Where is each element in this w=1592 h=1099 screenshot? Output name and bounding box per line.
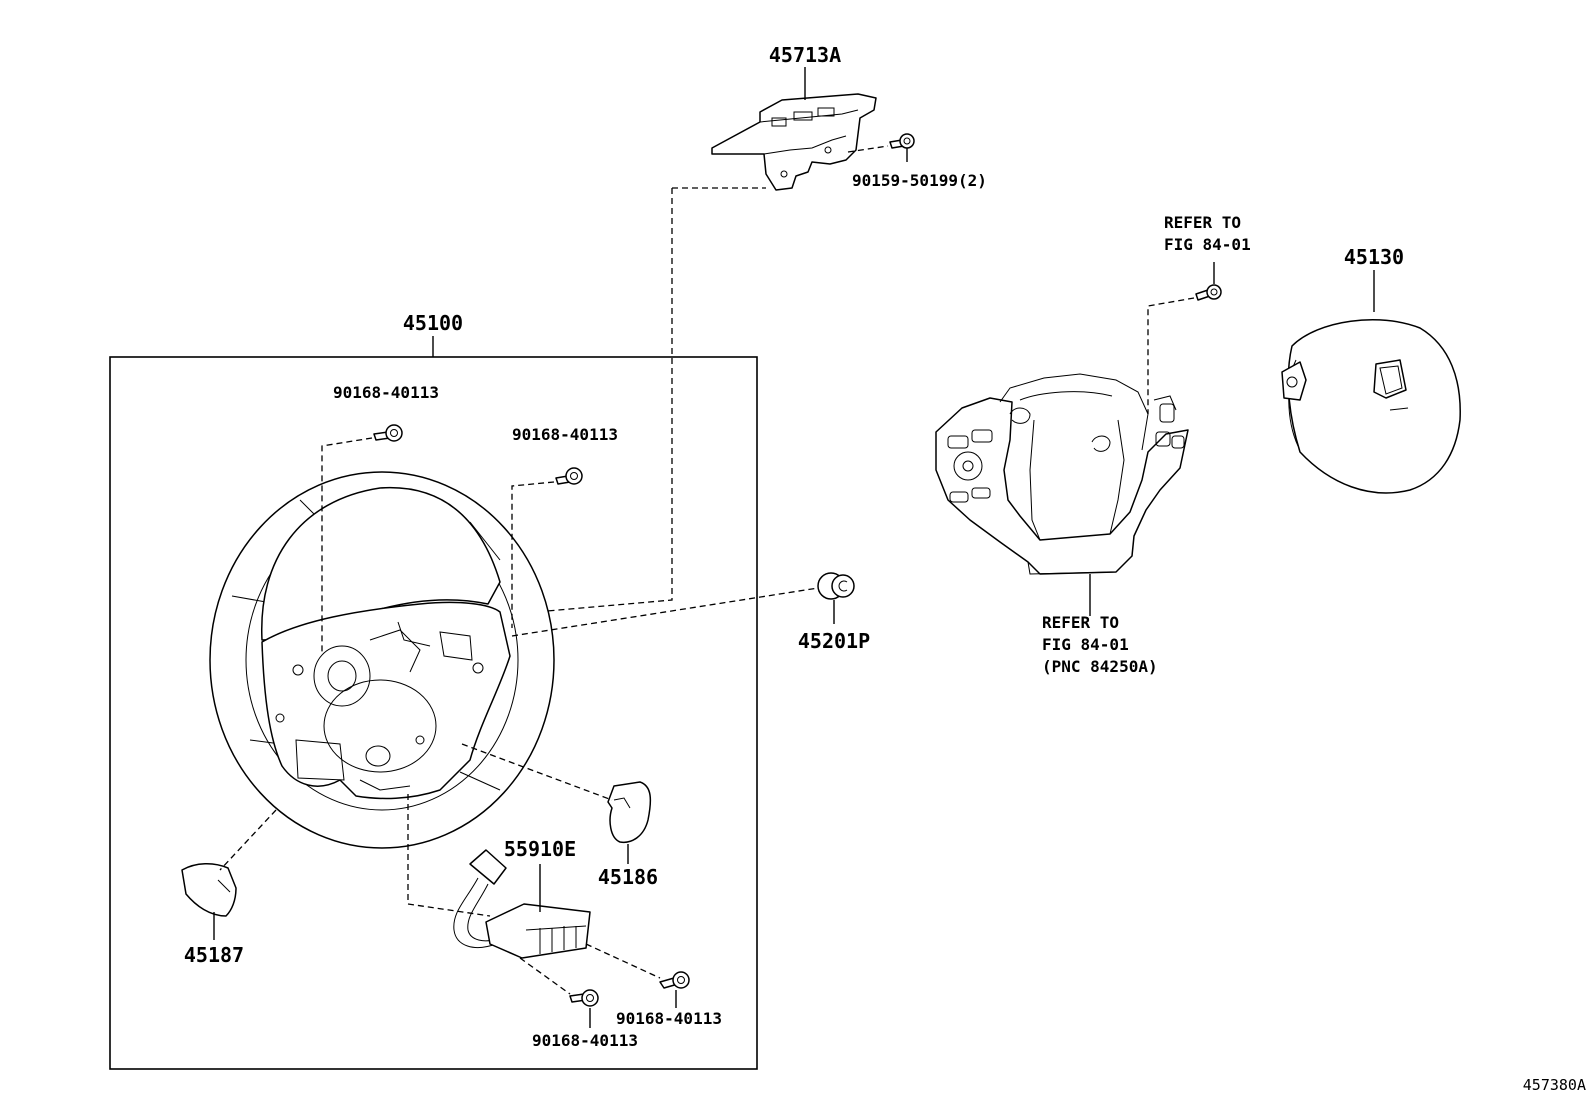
airbag-module-45130 — [1281, 319, 1461, 494]
cover-45186 — [607, 781, 652, 844]
cap-45201P-icon — [817, 572, 855, 600]
bolt-90159-icon — [889, 133, 915, 149]
refer-top-line2: FIG 84-01 — [1164, 235, 1251, 254]
label-90168-upper-right: 90168-40113 — [512, 425, 618, 444]
label-55910E: 55910E — [504, 837, 576, 861]
wire-harness-55910E — [453, 849, 591, 959]
refer-top-line1: REFER TO — [1164, 213, 1241, 232]
bolt-switch-icon — [1195, 284, 1222, 301]
label-90168-lower-left: 90168-40113 — [532, 1031, 638, 1050]
label-45187: 45187 — [184, 943, 244, 967]
label-45713A: 45713A — [769, 43, 841, 67]
refer-bottom-line3: (PNC 84250A) — [1042, 657, 1158, 676]
cover-45187 — [181, 863, 237, 917]
label-90159-50199: 90159-50199(2) — [852, 171, 987, 190]
figure-id: 457380A — [1523, 1076, 1586, 1094]
refer-bottom-line2: FIG 84-01 — [1042, 635, 1129, 654]
label-90168-upper-left: 90168-40113 — [333, 383, 439, 402]
label-45100: 45100 — [403, 311, 463, 335]
bolt-90168-upper-right-icon — [555, 467, 583, 485]
label-90168-lower-right: 90168-40113 — [616, 1009, 722, 1028]
bolt-90168-lower-right-icon — [659, 971, 690, 989]
label-45130: 45130 — [1344, 245, 1404, 269]
bolt-90168-upper-left-icon — [373, 424, 403, 442]
bracket-45713A — [711, 93, 877, 191]
bolt-90168-lower-left-icon — [569, 989, 599, 1007]
steering-wheel — [209, 471, 555, 849]
label-45186: 45186 — [598, 865, 658, 889]
refer-bottom-line1: REFER TO — [1042, 613, 1119, 632]
label-45201P: 45201P — [798, 629, 870, 653]
steering-switch-assembly — [935, 373, 1189, 575]
